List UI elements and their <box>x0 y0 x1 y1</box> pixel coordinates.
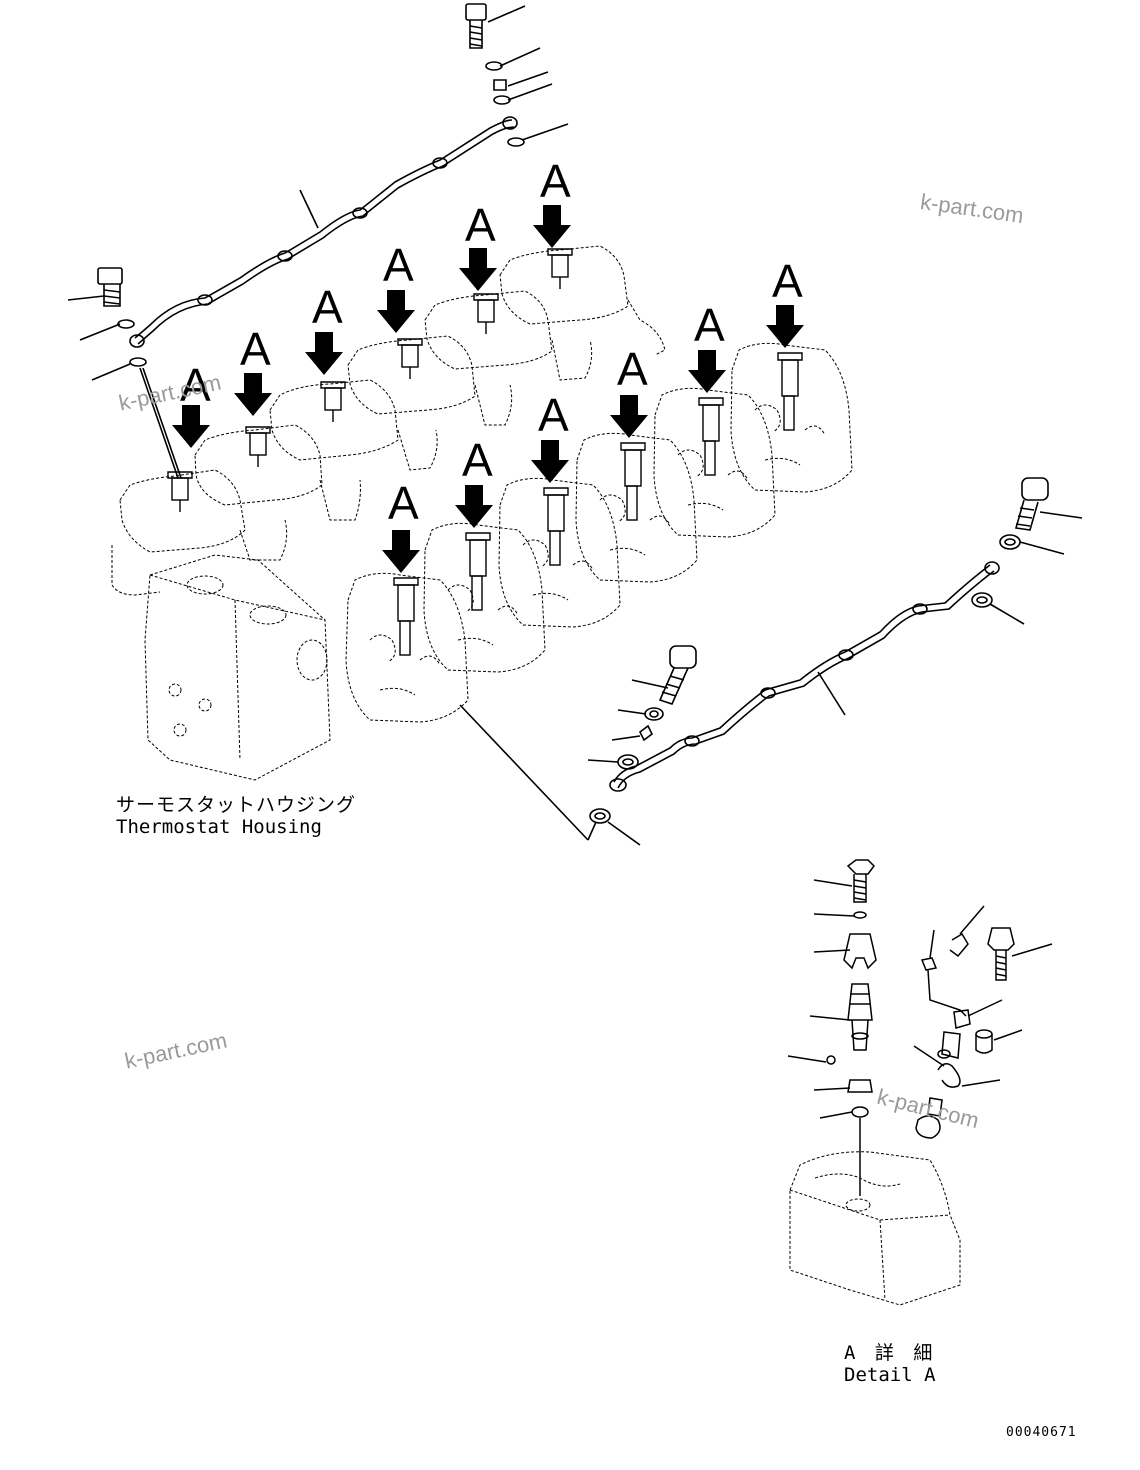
arrow-down-icon <box>688 350 726 393</box>
detail-marker-a: A <box>180 359 211 411</box>
injector <box>543 487 569 566</box>
injector <box>393 577 419 656</box>
injector <box>777 352 803 431</box>
injector <box>698 397 724 476</box>
detail-marker-a: A <box>462 434 493 486</box>
arrow-down-icon <box>610 395 648 438</box>
arrow-down-icon <box>172 405 210 448</box>
thermostat-housing-caption-jp: サーモスタットハウジング <box>116 794 357 816</box>
injector <box>397 338 423 379</box>
detail-marker-a: A <box>538 389 569 441</box>
detail-a-caption-en: Detail A <box>844 1364 936 1386</box>
injector <box>473 293 499 334</box>
arrow-down-icon <box>766 305 804 348</box>
lower-fuel-tube <box>613 564 991 783</box>
detail-block <box>789 1151 961 1306</box>
detail-marker-a: A <box>465 199 496 251</box>
arrow-down-icon <box>455 485 493 528</box>
detail-marker-a: A <box>312 281 343 333</box>
injector <box>465 532 491 611</box>
thermostat-housing-caption-en: Thermostat Housing <box>116 816 322 838</box>
injector <box>320 381 346 422</box>
arrow-down-icon <box>377 290 415 333</box>
arrow-down-icon <box>531 440 569 483</box>
injector <box>245 426 271 467</box>
detail-marker-a: A <box>617 343 648 395</box>
detail-marker-a: A <box>772 255 803 307</box>
detail-marker-a: A <box>388 477 419 529</box>
injector <box>167 471 193 512</box>
arrow-down-icon <box>382 530 420 573</box>
arrow-down-icon <box>533 205 571 248</box>
arrow-down-icon <box>234 373 272 416</box>
injector <box>547 248 573 289</box>
injector <box>620 442 646 521</box>
arrow-down-icon <box>305 332 343 375</box>
drawing-number: 00040671 <box>1006 1425 1077 1440</box>
detail-marker-a: A <box>694 299 725 351</box>
upper-fuel-tube <box>134 119 513 339</box>
detail-marker-a: A <box>383 239 414 291</box>
detail-marker-a: A <box>240 323 271 375</box>
detail-a-caption-jp: A 詳 細 <box>844 1342 937 1364</box>
detail-marker-a: A <box>540 155 571 207</box>
arrow-down-icon <box>459 248 497 291</box>
